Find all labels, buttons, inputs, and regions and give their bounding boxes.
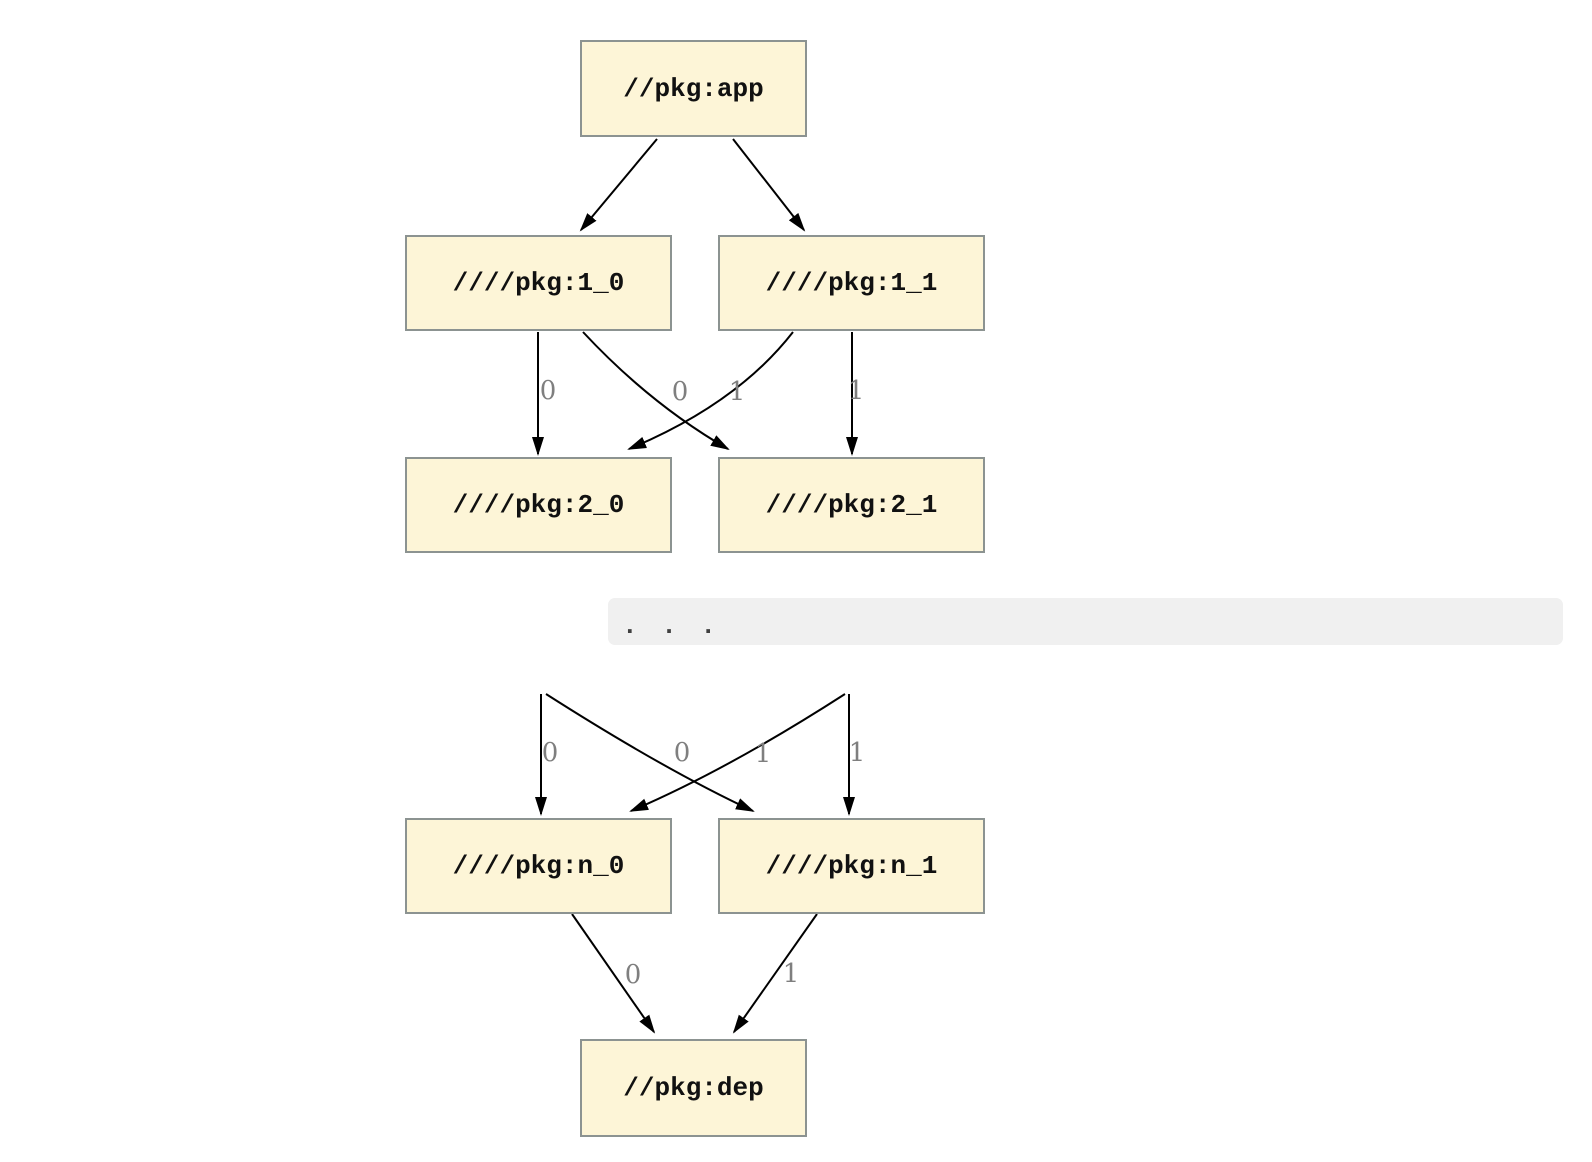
edge-label-1_1-2_0: 1 bbox=[728, 377, 746, 407]
node-dep: //pkg:dep bbox=[580, 1039, 807, 1137]
edge-app-to-1_1 bbox=[732, 138, 806, 232]
edge-app-to-1_0 bbox=[579, 138, 658, 232]
edge-label-n_1-dep: 1 bbox=[782, 959, 800, 989]
edge-1_0-to-2_1 bbox=[582, 331, 730, 450]
node-1_1: ////pkg:1_1 bbox=[718, 235, 985, 331]
edge-label-1_0-2_0: 0 bbox=[539, 376, 557, 406]
edge-label-1_1-2_1: 1 bbox=[847, 376, 865, 406]
node-app: //pkg:app bbox=[580, 40, 807, 137]
continuation-band: . . . bbox=[608, 598, 1563, 645]
edge-1_1-to-2_0 bbox=[627, 331, 794, 450]
edge-n_0-to-dep bbox=[571, 913, 656, 1034]
edge-label-down-n_1: 1 bbox=[848, 738, 866, 768]
node-n_0-label: ////pkg:n_0 bbox=[452, 851, 625, 881]
edge-cross-to-n_0 bbox=[629, 693, 846, 812]
node-1_0-label: ////pkg:1_0 bbox=[452, 268, 625, 298]
edge-label-n_0-dep: 0 bbox=[624, 960, 642, 990]
edge-label-1_0-2_1: 0 bbox=[671, 377, 689, 407]
node-1_1-label: ////pkg:1_1 bbox=[765, 268, 938, 298]
node-n_1-label: ////pkg:n_1 bbox=[765, 851, 938, 881]
ellipsis-dots: . . . bbox=[622, 611, 721, 641]
node-dep-label: //pkg:dep bbox=[623, 1073, 764, 1103]
edge-label-cross-n_1: 1 bbox=[754, 739, 772, 769]
node-1_0: ////pkg:1_0 bbox=[405, 235, 672, 331]
node-n_0: ////pkg:n_0 bbox=[405, 818, 672, 914]
node-2_1: ////pkg:2_1 bbox=[718, 457, 985, 553]
node-2_0: ////pkg:2_0 bbox=[405, 457, 672, 553]
node-2_0-label: ////pkg:2_0 bbox=[452, 490, 625, 520]
edge-n_1-to-dep bbox=[732, 913, 818, 1034]
edge-label-cross-n_0: 0 bbox=[673, 738, 691, 768]
node-n_1: ////pkg:n_1 bbox=[718, 818, 985, 914]
edge-label-down-n_0: 0 bbox=[541, 738, 559, 768]
node-app-label: //pkg:app bbox=[623, 73, 764, 104]
node-2_1-label: ////pkg:2_1 bbox=[765, 490, 938, 520]
edge-cross-to-n_1 bbox=[545, 693, 755, 812]
